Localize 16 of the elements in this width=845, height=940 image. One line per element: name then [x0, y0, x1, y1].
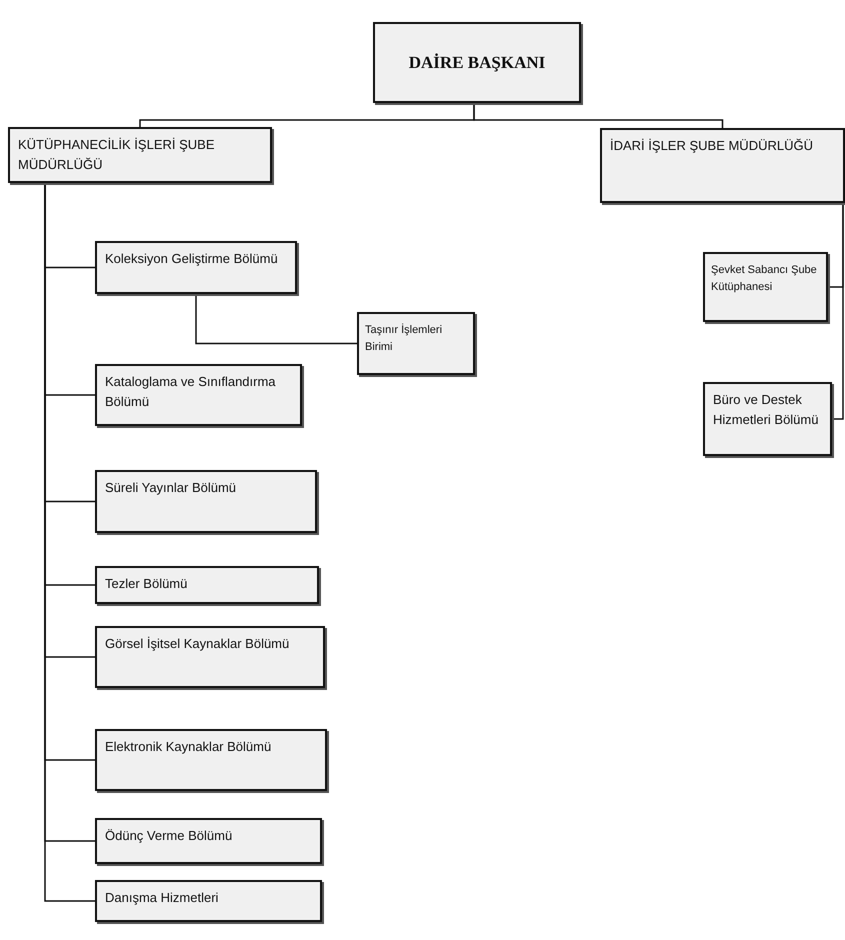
org-box: Elektronik Kaynaklar Bölümü: [95, 729, 327, 791]
org-box: Taşınır İşlemleri Birimi: [357, 312, 475, 375]
org-box: Süreli Yayınlar Bölümü: [95, 470, 317, 533]
connector-line: [195, 294, 357, 344]
org-box: İDARİ İŞLER ŞUBE MÜDÜRLÜĞÜ: [600, 128, 845, 203]
org-box: Koleksiyon Geliştirme Bölümü: [95, 241, 297, 294]
org-box: Ödünç Verme Bölümü: [95, 818, 322, 864]
org-box: DAİRE BAŞKANI: [373, 22, 581, 103]
connector-line: [473, 103, 724, 128]
org-box: Büro ve Destek Hizmetleri Bölümü: [703, 382, 832, 456]
org-box: Görsel İşitsel Kaynaklar Bölümü: [95, 626, 325, 688]
org-box: Şevket Sabancı Şube Kütüphanesi: [703, 252, 828, 322]
org-box: Tezler Bölümü: [95, 566, 319, 604]
org-box: Danışma Hizmetleri: [95, 880, 322, 922]
org-box: Kataloglama ve Sınıflandırma Bölümü: [95, 364, 302, 426]
org-box: KÜTÜPHANECİLİK İŞLERİ ŞUBE MÜDÜRLÜĞÜ: [8, 127, 272, 183]
